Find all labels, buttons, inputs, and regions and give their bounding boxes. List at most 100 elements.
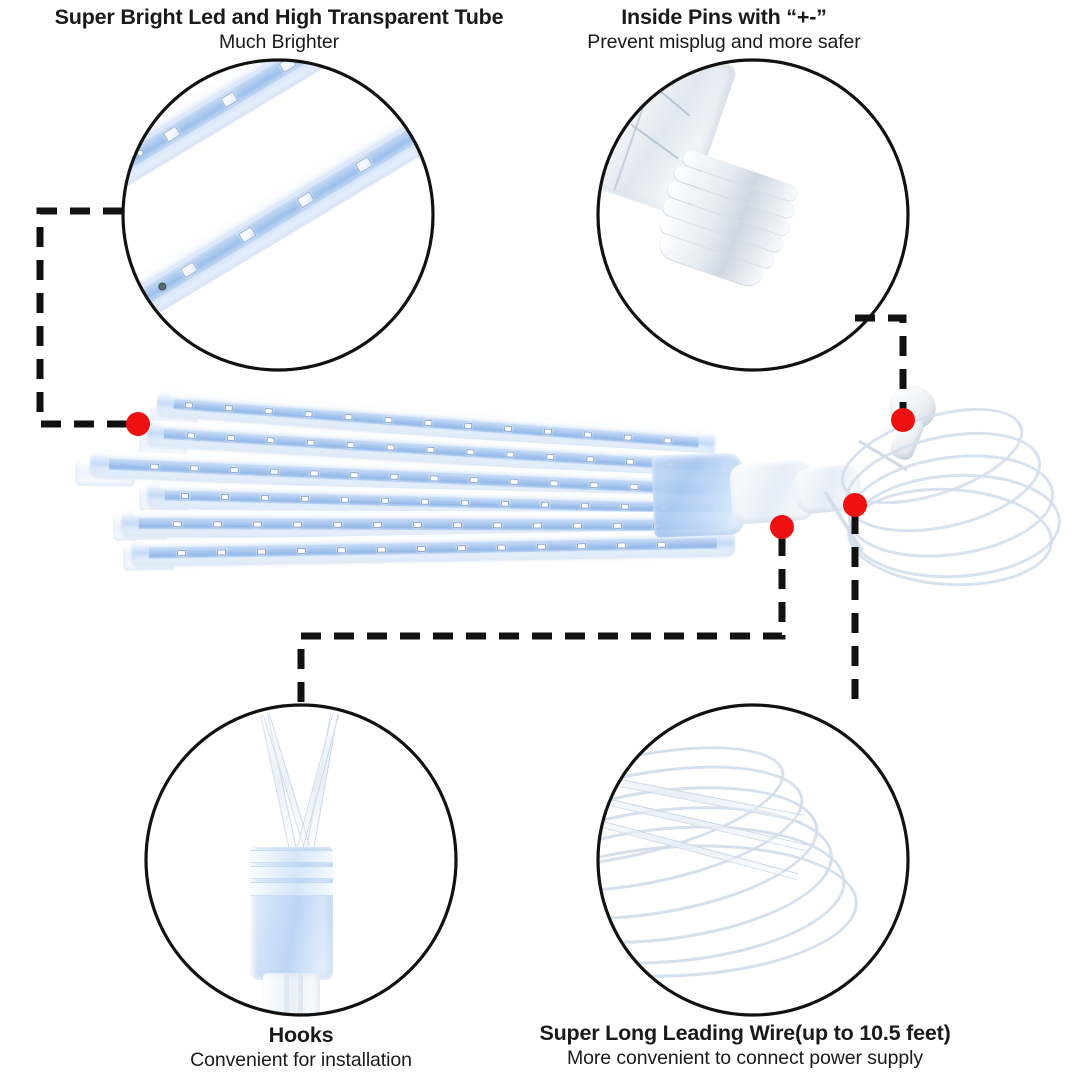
hook-collar-ring (250, 882, 333, 896)
hook-collar-ring (250, 866, 333, 879)
led-chip (336, 547, 347, 554)
led-chip (256, 548, 267, 555)
led-chip (372, 521, 383, 528)
led-chip (429, 475, 439, 482)
led-chip (460, 499, 469, 506)
led-chip (304, 410, 313, 418)
led-chip (184, 402, 194, 409)
led-chip (300, 495, 310, 502)
callout-photo-inside-pins (598, 60, 908, 370)
led-chip (492, 522, 503, 529)
led-chip (509, 478, 519, 485)
led-chip (269, 468, 279, 475)
led-chip (226, 434, 236, 442)
led-chip (306, 439, 315, 446)
led-chip (180, 492, 190, 500)
led-chip (252, 521, 263, 528)
led-chip (469, 476, 479, 484)
led-chip (212, 521, 223, 528)
led-chip (416, 545, 427, 553)
led-chip (663, 437, 672, 444)
led-chip (580, 502, 589, 509)
led-chip (149, 463, 160, 470)
hook-stem (263, 973, 320, 1015)
led-chip (172, 521, 183, 528)
led-tube-lower (131, 61, 433, 316)
led-chip (589, 481, 599, 489)
led-chip (656, 541, 666, 548)
led-chip (625, 458, 635, 465)
led-chip (384, 416, 393, 424)
led-chip (220, 493, 230, 501)
led-chip (576, 543, 586, 550)
led-chip (266, 437, 275, 444)
led-chip (424, 419, 433, 427)
led-chip (229, 466, 239, 474)
led-chip (189, 465, 200, 472)
caption-bottom-right: Super Long Leading Wire(up to 10.5 feet)… (520, 1020, 970, 1071)
led-chip (349, 471, 359, 479)
caption-title: Hooks (268, 1023, 334, 1047)
callout-photo-led-tube (123, 60, 433, 370)
caption-subtitle: Much Brighter (218, 31, 340, 53)
hook-stem-wire (284, 973, 289, 1015)
caption-bottom-left: Hooks Convenient for installation (126, 1022, 476, 1073)
callout-photo-leading-wire (598, 705, 908, 1015)
product-photo-tube-bundle (74, 370, 1064, 620)
led-chip (426, 446, 435, 454)
led-chip (380, 497, 390, 504)
led-chip (309, 470, 319, 477)
caption-title: Inside Pins with “+-” (621, 5, 827, 29)
led-chip (386, 444, 395, 451)
led-chip (389, 473, 399, 480)
led-chip (412, 522, 423, 529)
caption-title: Super Long Leading Wire(up to 10.5 feet) (539, 1021, 951, 1045)
led-chip (420, 498, 429, 505)
led-chip (216, 549, 227, 556)
led-chip (452, 522, 463, 529)
led-chip (344, 413, 353, 421)
led-chip (629, 483, 639, 490)
led-chip (612, 522, 623, 529)
hook-wire-left (260, 713, 298, 852)
caption-subtitle: More convenient to connect power supply (567, 1047, 923, 1069)
hook-stem-wire (298, 973, 303, 1015)
led-chip (466, 448, 475, 456)
led-chip (224, 404, 234, 412)
led-chip (496, 544, 507, 551)
led-chip (532, 522, 543, 529)
led-chip (536, 543, 546, 550)
caption-subtitle: Prevent misplug and more safer (587, 31, 861, 53)
led-chip (583, 431, 593, 438)
caption-top-left: Super Bright Led and High Transparent Tu… (0, 4, 558, 55)
led-chip (260, 494, 270, 501)
led-chip (540, 501, 549, 508)
led-chip (186, 432, 196, 439)
led-chip (456, 545, 467, 552)
led-chip (264, 407, 273, 415)
callout-photo-hook (146, 705, 456, 1015)
led-chip (346, 441, 355, 449)
led-chip (340, 496, 350, 503)
led-chip (332, 521, 343, 528)
led-chip (546, 453, 555, 461)
led-chip (572, 522, 583, 529)
led-chip (292, 521, 303, 528)
led-chip (376, 546, 387, 553)
caption-top-right: Inside Pins with “+-” Prevent misplug an… (504, 4, 944, 55)
led-chip (503, 425, 513, 433)
led-chip (176, 550, 187, 557)
pcb-strip (139, 518, 715, 532)
led-chip (500, 500, 509, 507)
led-chip (549, 480, 559, 487)
led-chip (506, 451, 515, 458)
led-chip (543, 428, 553, 435)
led-chip (616, 542, 626, 549)
hook-collar-ring (250, 850, 333, 863)
led-chip (620, 503, 629, 510)
caption-title: Super Bright Led and High Transparent Tu… (54, 5, 504, 29)
led-chip (296, 547, 307, 555)
led-chip (623, 434, 632, 441)
caption-subtitle: Convenient for installation (190, 1049, 412, 1071)
